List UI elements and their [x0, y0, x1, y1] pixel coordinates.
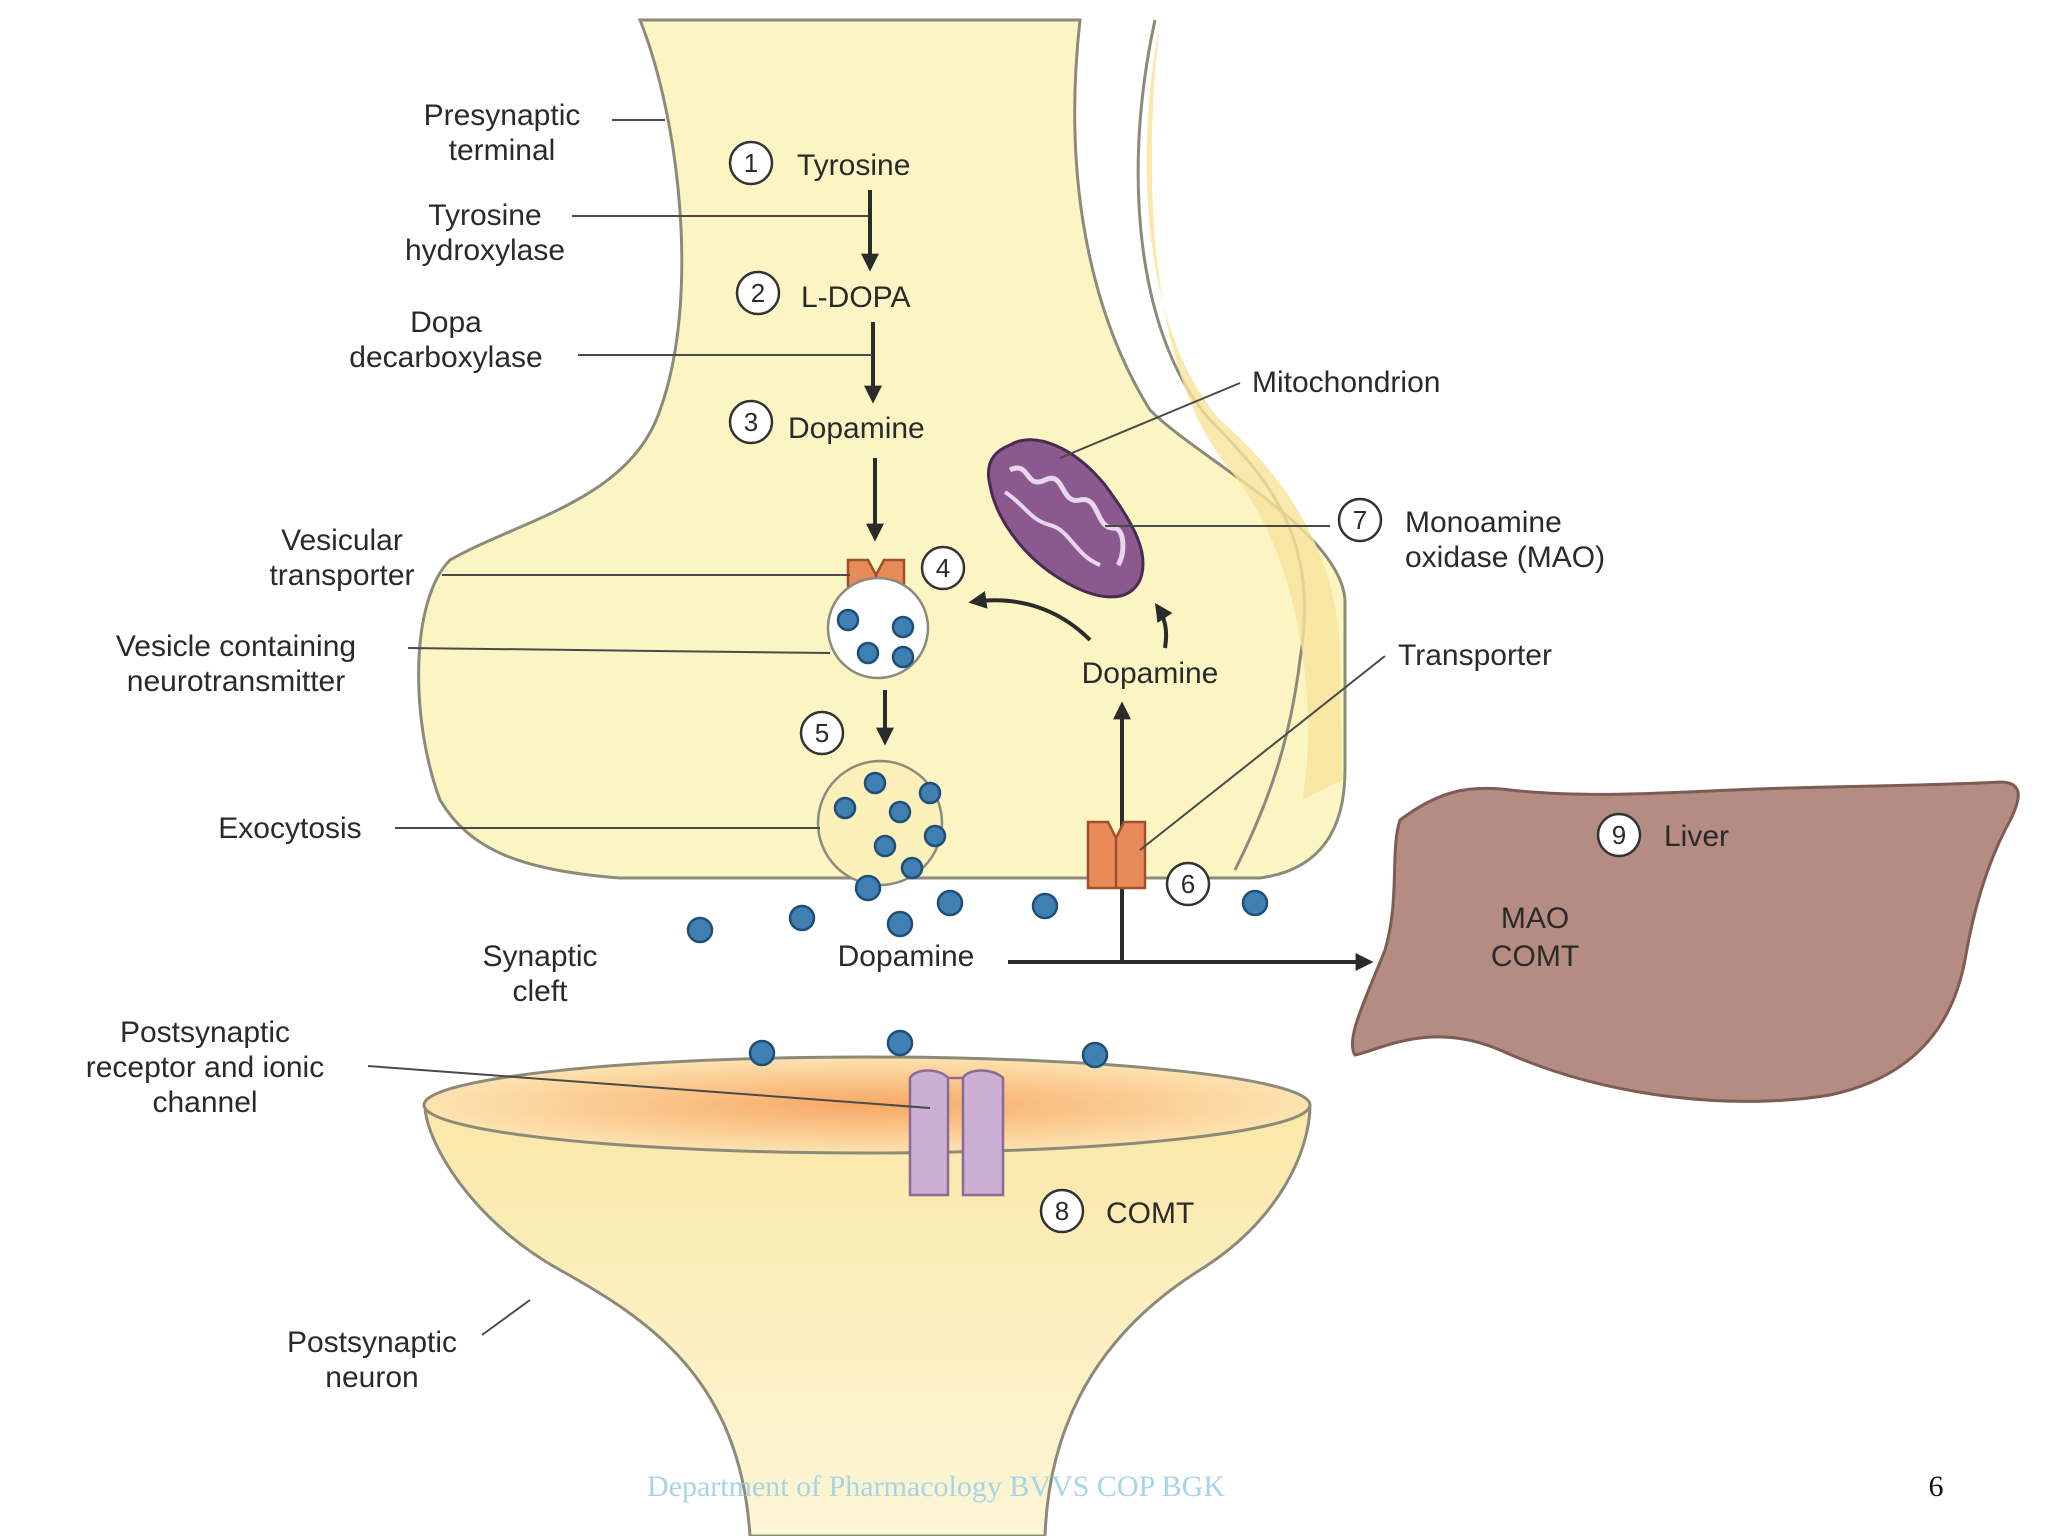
- postsynaptic-membrane-surface: [422, 1055, 1312, 1155]
- svg-text:Liver: Liver: [1664, 820, 1729, 853]
- step-7: 7: [1337, 497, 1383, 543]
- postsynaptic-receptor: [908, 1069, 1005, 1197]
- svg-text:cleft: cleft: [512, 975, 568, 1008]
- svg-text:Monoamine: Monoamine: [1405, 506, 1562, 539]
- label-postsynaptic-receptor: Postsynaptic receptor and ionic channel: [86, 1016, 324, 1119]
- label-dopamine-reuptake: Dopamine: [1082, 657, 1219, 690]
- vesicle-molecules: [836, 608, 915, 669]
- svg-text:6: 6: [1181, 869, 1195, 899]
- svg-text:Tyrosine: Tyrosine: [797, 149, 910, 182]
- svg-text:decarboxylase: decarboxylase: [349, 341, 542, 374]
- svg-text:Synaptic: Synaptic: [482, 940, 597, 973]
- cleft-molecules: [686, 874, 1269, 1069]
- label-vesicle-containing: Vesicle containing neurotransmitter: [116, 630, 356, 698]
- liver-shape: [1350, 780, 2020, 1103]
- svg-text:4: 4: [936, 553, 950, 583]
- postsynaptic-body: [423, 1103, 1312, 1536]
- svg-text:MAO: MAO: [1501, 902, 1569, 935]
- svg-text:COMT: COMT: [1491, 940, 1579, 973]
- svg-text:Presynaptic: Presynaptic: [424, 99, 581, 132]
- label-tyrosine-hydroxylase: Tyrosine hydroxylase: [405, 199, 565, 267]
- mitochondrion-cristae-inner: [1003, 490, 1101, 567]
- glial-sheath: [1146, 20, 1342, 800]
- leader-lines: [367, 119, 1386, 1336]
- label-vesicular-transporter: Vesicular transporter: [269, 524, 414, 592]
- presynaptic-membrane: [417, 18, 1347, 880]
- step-4: 4: [920, 545, 966, 591]
- step-5: 5: [799, 710, 845, 756]
- label-transporter: Transporter: [1398, 639, 1552, 672]
- svg-text:Dopamine: Dopamine: [788, 412, 925, 445]
- step-8: 8 COMT: [1039, 1188, 1194, 1234]
- svg-text:receptor and ionic: receptor and ionic: [86, 1051, 324, 1084]
- label-postsynaptic-neuron: Postsynaptic neuron: [287, 1326, 457, 1394]
- svg-text:terminal: terminal: [449, 134, 556, 167]
- exocytosis-molecules: [833, 771, 947, 880]
- label-exocytosis: Exocytosis: [218, 812, 361, 845]
- step-6: 6: [1165, 861, 1211, 907]
- svg-text:1: 1: [744, 148, 758, 178]
- label-presynaptic-terminal: Presynaptic terminal: [424, 99, 581, 167]
- svg-text:Vesicular: Vesicular: [281, 524, 403, 557]
- label-liver-enzymes: MAO COMT: [1491, 902, 1579, 973]
- svg-text:Postsynaptic: Postsynaptic: [120, 1016, 290, 1049]
- svg-text:L-DOPA: L-DOPA: [801, 281, 910, 314]
- label-mitochondrion: Mitochondrion: [1252, 366, 1440, 399]
- svg-text:Dopa: Dopa: [410, 306, 482, 339]
- footer-text: Department of Pharmacology BVVS COP BGK: [647, 1470, 1225, 1503]
- step-2: 2 L-DOPA: [735, 270, 910, 316]
- svg-text:Postsynaptic: Postsynaptic: [287, 1326, 457, 1359]
- postsynaptic-neuron: [422, 1055, 1312, 1536]
- svg-text:2: 2: [751, 278, 765, 308]
- label-monoamine-oxidase: Monoamine oxidase (MAO): [1405, 506, 1605, 574]
- label-dopa-decarboxylase: Dopa decarboxylase: [349, 306, 542, 374]
- step-1: 1 Tyrosine: [728, 140, 910, 186]
- mitochondrion: [986, 438, 1145, 599]
- label-dopamine-cleft: Dopamine: [838, 940, 975, 973]
- step-3: 3 Dopamine: [728, 399, 925, 445]
- svg-text:neurotransmitter: neurotransmitter: [127, 665, 345, 698]
- svg-text:neuron: neuron: [325, 1361, 418, 1394]
- reuptake-transporter: [1086, 820, 1147, 890]
- svg-text:5: 5: [815, 718, 829, 748]
- svg-text:transporter: transporter: [269, 559, 414, 592]
- mitochondrion-cristae: [1008, 465, 1126, 567]
- svg-text:hydroxylase: hydroxylase: [405, 234, 565, 267]
- svg-text:COMT: COMT: [1106, 1197, 1194, 1230]
- svg-text:9: 9: [1612, 820, 1626, 850]
- presynaptic-terminal: [417, 18, 1347, 880]
- svg-text:Tyrosine: Tyrosine: [428, 199, 541, 232]
- svg-text:Vesicle containing: Vesicle containing: [116, 630, 356, 663]
- svg-text:8: 8: [1055, 1196, 1069, 1226]
- svg-text:oxidase (MAO): oxidase (MAO): [1405, 541, 1605, 574]
- step-9: 9 Liver: [1596, 812, 1729, 858]
- label-synaptic-cleft: Synaptic cleft: [482, 940, 597, 1008]
- svg-text:channel: channel: [152, 1086, 257, 1119]
- svg-text:3: 3: [744, 407, 758, 437]
- page-number: 6: [1929, 1470, 1944, 1503]
- mitochondrion-body: [986, 438, 1145, 599]
- svg-text:7: 7: [1353, 505, 1367, 535]
